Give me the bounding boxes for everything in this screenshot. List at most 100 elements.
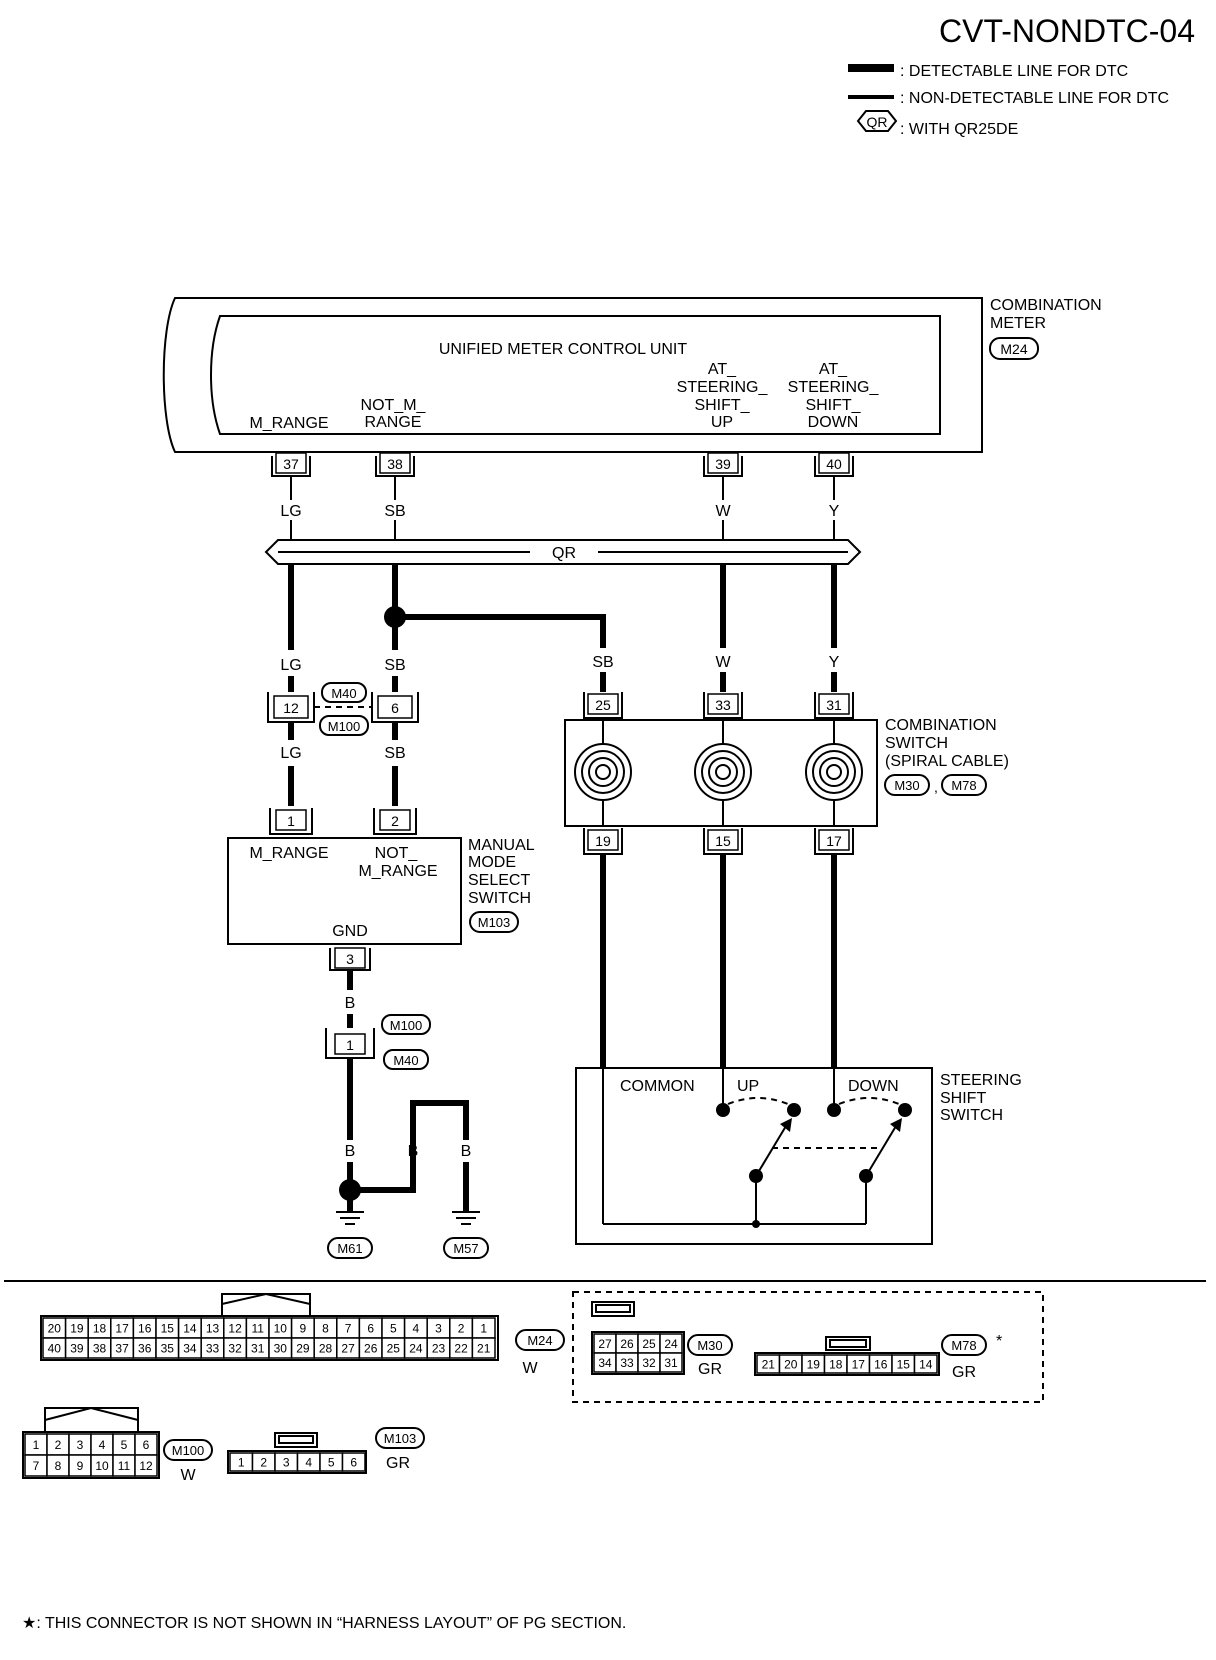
cv-m100-name: M100 [172, 1443, 205, 1458]
cavity-number: 38 [93, 1341, 107, 1355]
cavity-number: 12 [228, 1321, 242, 1335]
ground-joint-pin-1: 1 [346, 1037, 354, 1053]
cavity-number: 40 [48, 1341, 62, 1355]
cv-m78-name: M78 [951, 1338, 976, 1353]
steering-shift-switch: COMMON UP DOWN STEERING SHIFT SWITCH [575, 1067, 1022, 1245]
cs-pin-31: 31 [826, 697, 842, 713]
cavity-number: 25 [642, 1337, 656, 1351]
cavity-number: 11 [251, 1321, 264, 1335]
mms-pin-3: 3 [346, 951, 354, 967]
badge-m40-2: M40 [393, 1053, 418, 1068]
connector-badge-icon [163, 1439, 213, 1461]
cavity-number: 1 [238, 1455, 245, 1469]
cavity-number: 19 [807, 1357, 821, 1371]
wire-color-b-2: B [345, 1143, 356, 1160]
sss-label-3: SWITCH [940, 1107, 1003, 1124]
badge-separator: , [934, 779, 938, 795]
badge-m100: M100 [328, 719, 361, 734]
combination-meter-label-2: METER [990, 315, 1046, 332]
cavity-number: 39 [70, 1341, 84, 1355]
cavity-number: 1 [480, 1321, 487, 1335]
cavity-number: 24 [664, 1337, 678, 1351]
combination-meter-label: COMBINATION [990, 297, 1102, 314]
wires-mid: LG SB SB W Y [280, 564, 840, 692]
connector-badge-icon [884, 774, 930, 796]
mms-not-m-range: NOT_ [375, 845, 419, 862]
cavity-number: 20 [784, 1357, 798, 1371]
cs-pin-25: 25 [595, 697, 611, 713]
ground-icon [327, 1237, 373, 1259]
legend-detectable: : DETECTABLE LINE FOR DTC [900, 63, 1128, 80]
cavity-number: 27 [341, 1341, 355, 1355]
cv-m78-star: * [996, 1333, 1002, 1350]
cavity-number: 1 [33, 1438, 40, 1452]
cavity-number: 26 [364, 1341, 378, 1355]
wire-color-w: W [715, 503, 731, 520]
connector-cavity [134, 1454, 158, 1477]
cavity-number: 8 [322, 1321, 329, 1335]
cavity-number: 5 [328, 1455, 335, 1469]
badge-m40: M40 [331, 686, 356, 701]
connector-badge-icon [381, 1014, 431, 1035]
pin-39: 39 [715, 456, 731, 472]
joint-pin-12: 12 [283, 700, 299, 716]
cavity-number: 20 [48, 1321, 62, 1335]
wire-color-lg: LG [280, 503, 301, 520]
mms-gnd: GND [332, 923, 368, 940]
connector-cavity [913, 1354, 938, 1374]
cavity-number: 22 [454, 1341, 468, 1355]
wire-color-b: B [345, 995, 356, 1012]
combination-meter: COMBINATION METER M24 UNIFIED METER CONT… [162, 297, 1102, 453]
cavity-number: 21 [762, 1357, 776, 1371]
wire-color-sb-2: SB [384, 657, 405, 674]
mms-label: MANUAL [468, 837, 535, 854]
connector-badge-icon [989, 337, 1039, 360]
wire-color-lg-3: LG [280, 745, 301, 762]
pin-name-up-3: SHIFT_ [694, 397, 750, 414]
spiral-cable-icon [694, 720, 752, 826]
cavity-number: 21 [477, 1341, 491, 1355]
cv-m103-name: M103 [384, 1431, 417, 1446]
cavity-number: 31 [251, 1341, 265, 1355]
cavity-number: 12 [139, 1459, 153, 1473]
sss-label-2: SHIFT [940, 1090, 986, 1107]
pin-name-up: AT_ [708, 361, 737, 378]
combination-switch: 25 33 31 COMBINATION [564, 692, 1009, 855]
pin-37: 37 [283, 456, 299, 472]
cavity-number: 32 [642, 1356, 656, 1370]
pin-40: 40 [826, 456, 842, 472]
cs-label-2: SWITCH [885, 735, 948, 752]
sss-label: STEERING [940, 1072, 1022, 1089]
pin-name-not-m-range: NOT_M_ [361, 397, 427, 414]
cavity-number: 31 [664, 1356, 678, 1370]
cavity-number: 15 [161, 1321, 175, 1335]
connector-badge-icon [941, 774, 987, 796]
wire-color-y: Y [829, 503, 840, 520]
legend-non-detectable: : NON-DETECTABLE LINE FOR DTC [900, 90, 1169, 107]
page-title: CVT-NONDTC-04 [939, 13, 1195, 49]
connector-badge-icon [319, 715, 369, 736]
cv-m78-color: GR [952, 1364, 976, 1381]
cavity-number: 5 [121, 1438, 128, 1452]
cv-m24-color: W [522, 1360, 538, 1377]
cs-pin-33: 33 [715, 697, 731, 713]
cavity-number: 13 [206, 1321, 220, 1335]
legend: : DETECTABLE LINE FOR DTC : NON-DETECTAB… [848, 63, 1169, 138]
pin-name-not-m-range-2: RANGE [365, 414, 422, 431]
qr-bus-label: QR [552, 545, 576, 562]
cavity-number: 11 [118, 1459, 131, 1473]
connector-badge-icon [321, 682, 367, 703]
wire-color-lg-2: LG [280, 657, 301, 674]
mms-pin-1: 1 [287, 813, 295, 829]
cv-m100-color: W [180, 1467, 196, 1484]
cs-label: COMBINATION [885, 717, 997, 734]
manual-mode-select-switch: 1 2 M_RANGE NOT_ M_RANGE GND MANUAL MODE… [227, 808, 535, 971]
cs-pin-15: 15 [715, 833, 731, 849]
badge-m103: M103 [478, 915, 511, 930]
ground-m57: M57 [453, 1241, 478, 1256]
sss-up: UP [737, 1078, 759, 1095]
joint-connector-m40-m100: 12 6 M40 M100 [267, 682, 419, 736]
ground-wiring: B 1 M100 M40 B B B M61 M57 [325, 970, 489, 1259]
